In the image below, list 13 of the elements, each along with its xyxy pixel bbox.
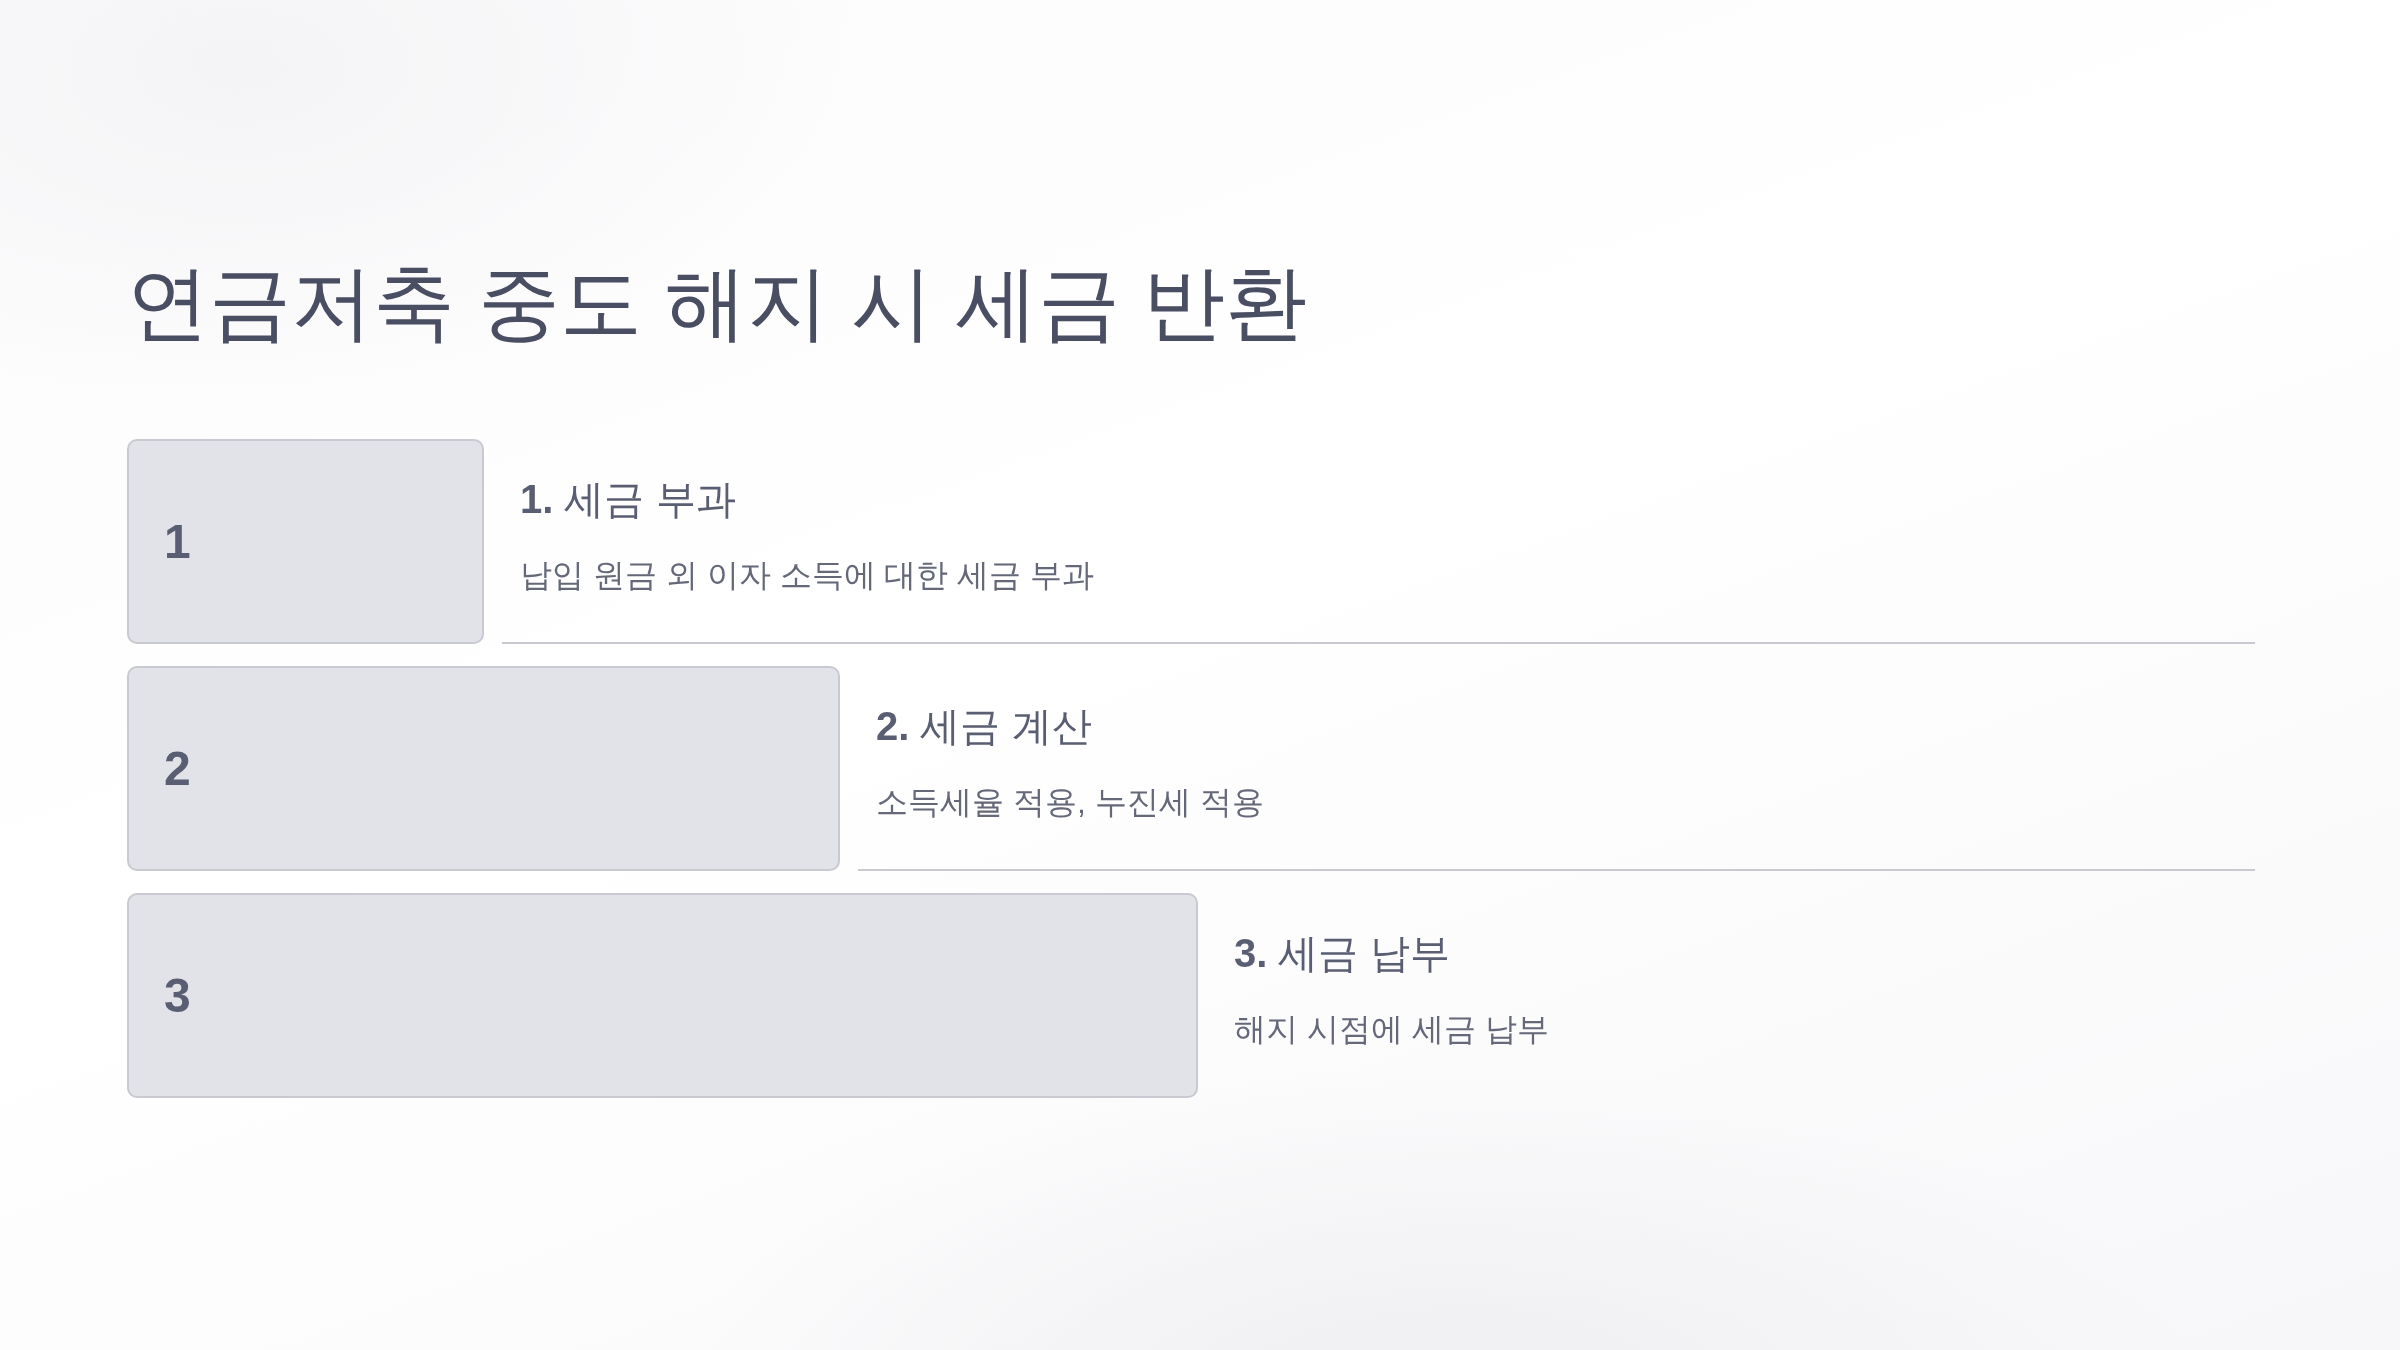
step-box bbox=[127, 666, 840, 871]
step-heading: 2. 세금 계산 bbox=[876, 703, 1092, 750]
title: 연금저축 중도 해지 시 세금 반환 bbox=[127, 256, 1307, 350]
step-number: 3 bbox=[164, 967, 191, 1024]
step-description: 납입 원금 외 이자 소득에 대한 세금 부과 bbox=[520, 556, 1095, 595]
step-heading: 1. 세금 부과 bbox=[520, 476, 736, 523]
step-box bbox=[127, 893, 1198, 1098]
step-description: 소득세율 적용, 누진세 적용 bbox=[876, 783, 1264, 822]
step-heading: 3. 세금 납부 bbox=[1234, 930, 1450, 977]
step-number: 2 bbox=[164, 740, 191, 797]
step-number: 1 bbox=[164, 513, 191, 570]
step-description: 해지 시점에 세금 납부 bbox=[1234, 1010, 1549, 1049]
step-box bbox=[127, 439, 484, 644]
